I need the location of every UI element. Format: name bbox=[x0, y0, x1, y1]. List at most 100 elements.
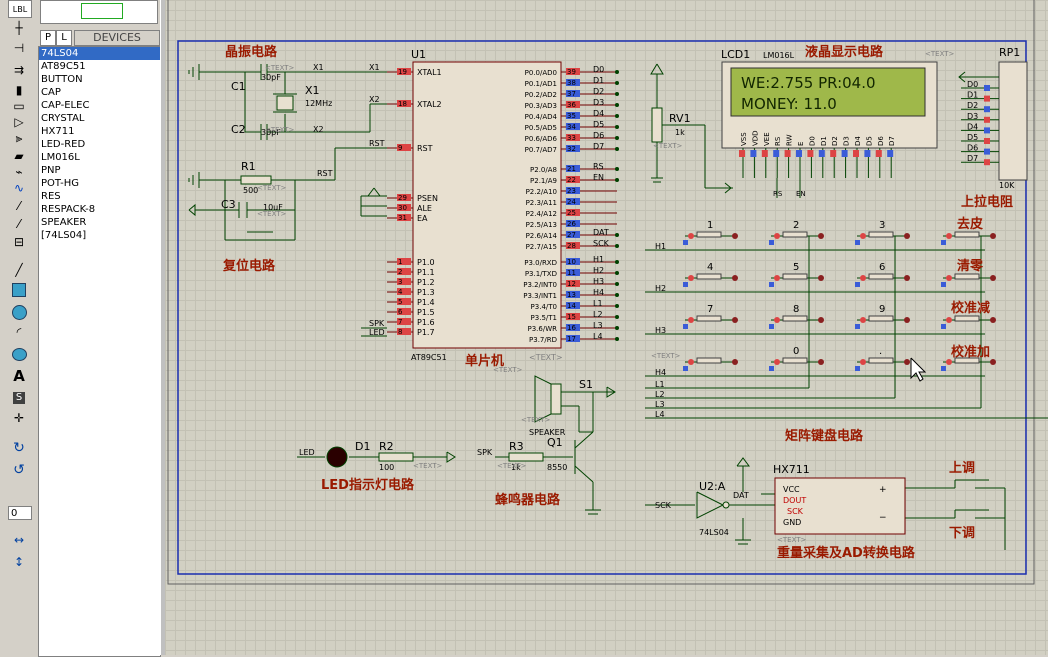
device-list-item[interactable]: LM016L bbox=[41, 152, 80, 163]
device-list-item[interactable]: PNP bbox=[41, 165, 61, 176]
voltage-probe-icon[interactable]: ⁄ bbox=[17, 199, 20, 213]
library-manager-button[interactable]: L bbox=[56, 30, 72, 46]
mcu-pin-name: P3.1/TXD bbox=[525, 270, 557, 278]
device-list-item[interactable]: 74LS04 bbox=[39, 47, 160, 60]
terminal-icon[interactable]: ⇉ bbox=[13, 63, 25, 77]
marker-tool-icon[interactable]: ✛ bbox=[13, 411, 25, 425]
tape-icon[interactable]: ▰ bbox=[14, 149, 24, 163]
key-button[interactable] bbox=[954, 231, 980, 238]
key-number: 2 bbox=[793, 220, 799, 231]
mcu-pin-marker bbox=[566, 187, 580, 194]
key-label-cal-minus: 校准减 bbox=[951, 300, 990, 316]
mcu-body[interactable] bbox=[412, 61, 562, 349]
device-list-item[interactable]: BUTTON bbox=[41, 74, 83, 85]
key-terminal bbox=[688, 233, 694, 239]
key-terminal bbox=[688, 317, 694, 323]
key-terminal bbox=[904, 275, 910, 281]
key-label-cal-plus: 校准加 bbox=[951, 344, 990, 360]
probe-icon[interactable]: ⌁ bbox=[15, 165, 23, 179]
device-list-item[interactable]: [74LS04] bbox=[41, 230, 87, 241]
mirror-y-icon[interactable]: ↕ bbox=[13, 555, 25, 569]
key-terminal bbox=[774, 275, 780, 281]
key-button[interactable] bbox=[782, 231, 808, 238]
key-pin-marker bbox=[855, 240, 860, 245]
pick-devices-button[interactable]: P bbox=[40, 30, 56, 46]
arc-tool-icon[interactable]: ◜ bbox=[16, 325, 22, 339]
key-button[interactable] bbox=[954, 357, 980, 364]
device-list-item[interactable]: RESPACK-8 bbox=[41, 204, 96, 215]
mcu-pin-number: 6 bbox=[398, 308, 403, 316]
mcu-pin-number: 14 bbox=[567, 302, 576, 310]
overview-preview[interactable] bbox=[40, 0, 158, 24]
junction-icon[interactable]: ┼ bbox=[15, 21, 23, 35]
key-button[interactable] bbox=[868, 315, 894, 322]
rotation-input[interactable]: 0 bbox=[8, 506, 32, 520]
graph-icon[interactable]: ⫸ bbox=[15, 130, 23, 145]
mcu-pin-name: P3.2/INT0 bbox=[523, 281, 557, 289]
key-button[interactable] bbox=[954, 315, 980, 322]
mcu-pin-marker bbox=[566, 242, 580, 249]
mcu-net-label: RS bbox=[593, 162, 604, 171]
rp1-pin-marker bbox=[984, 159, 990, 166]
label-mode-button[interactable]: LBL bbox=[8, 0, 32, 18]
key-terminal bbox=[946, 359, 952, 365]
rotate-ccw-icon[interactable]: ↺ bbox=[13, 462, 25, 478]
wire-label-icon[interactable]: ⊣ bbox=[13, 41, 25, 55]
key-button[interactable] bbox=[954, 273, 980, 280]
mcu-pin-marker bbox=[397, 268, 411, 275]
key-button[interactable] bbox=[782, 357, 808, 364]
rp1-body[interactable] bbox=[998, 61, 1028, 181]
mcu-pin-number: 38 bbox=[567, 79, 576, 87]
mcu-pin-marker bbox=[566, 324, 580, 331]
mirror-x-icon[interactable]: ↔ bbox=[13, 533, 25, 547]
key-button[interactable] bbox=[696, 315, 722, 322]
device-list-item[interactable]: CAP-ELEC bbox=[41, 100, 90, 111]
mcu-pin-number: 25 bbox=[567, 209, 576, 217]
key-button[interactable] bbox=[782, 273, 808, 280]
rotate-cw-icon[interactable]: ↻ bbox=[13, 440, 25, 456]
device-list-item[interactable]: LED-RED bbox=[41, 139, 86, 150]
schematic-canvas[interactable]: 晶振电路 C1 30pF C2 30pF X1 12MHz X1 X2 R1 bbox=[165, 0, 1048, 655]
device-list-item[interactable]: CRYSTAL bbox=[41, 113, 85, 124]
generator-icon[interactable]: ∿ bbox=[13, 181, 25, 195]
key-terminal bbox=[860, 317, 866, 323]
keypad-section-title: 矩阵键盘电路 bbox=[784, 428, 864, 444]
key-terminal bbox=[990, 275, 996, 281]
text-tool-icon[interactable]: A bbox=[13, 367, 25, 385]
key-button[interactable] bbox=[868, 273, 894, 280]
key-button[interactable] bbox=[782, 315, 808, 322]
circle-tool-icon[interactable] bbox=[8, 304, 30, 320]
key-button[interactable] bbox=[696, 231, 722, 238]
lcd-pin-name: D5 bbox=[865, 136, 873, 146]
device-list-item[interactable]: RES bbox=[41, 191, 61, 202]
component-icon[interactable]: ▮ bbox=[15, 83, 23, 97]
key-button[interactable] bbox=[696, 357, 722, 364]
device-list-item[interactable]: HX711 bbox=[41, 126, 75, 137]
schematic-drawing[interactable]: 晶振电路 C1 30pF C2 30pF X1 12MHz X1 X2 R1 bbox=[165, 0, 1048, 655]
current-probe-icon[interactable]: ⁄ bbox=[17, 217, 20, 231]
instrument-icon[interactable]: ⊟ bbox=[13, 235, 25, 249]
mcu-pin-marker bbox=[566, 231, 580, 238]
r3-value: 1k bbox=[511, 463, 521, 472]
lcd-pin-name: VSS bbox=[740, 132, 748, 146]
device-list-item[interactable]: AT89C51 bbox=[41, 61, 86, 72]
hx711-body[interactable] bbox=[774, 477, 906, 535]
led-section-title: LED指示灯电路 bbox=[321, 477, 415, 493]
key-button[interactable] bbox=[868, 357, 894, 364]
box-tool-icon[interactable] bbox=[8, 282, 30, 298]
mcu-pin-number: 36 bbox=[567, 101, 576, 109]
key-button[interactable] bbox=[868, 231, 894, 238]
line-tool-icon[interactable]: ╱ bbox=[15, 263, 23, 277]
symbol-tool-icon[interactable]: S bbox=[8, 390, 30, 406]
device-list-item[interactable]: CAP bbox=[41, 87, 61, 98]
key-button[interactable] bbox=[696, 273, 722, 280]
mcu-pin-marker bbox=[397, 100, 411, 107]
net-x2-label: X2 bbox=[313, 125, 324, 134]
device-list-item[interactable]: SPEAKER bbox=[41, 217, 87, 228]
path-tool-icon[interactable] bbox=[8, 346, 30, 362]
subcircuit-icon[interactable]: ▭ bbox=[13, 99, 25, 113]
device-list-item[interactable]: POT-HG bbox=[41, 178, 79, 189]
pin-icon[interactable]: ▷ bbox=[14, 115, 24, 129]
